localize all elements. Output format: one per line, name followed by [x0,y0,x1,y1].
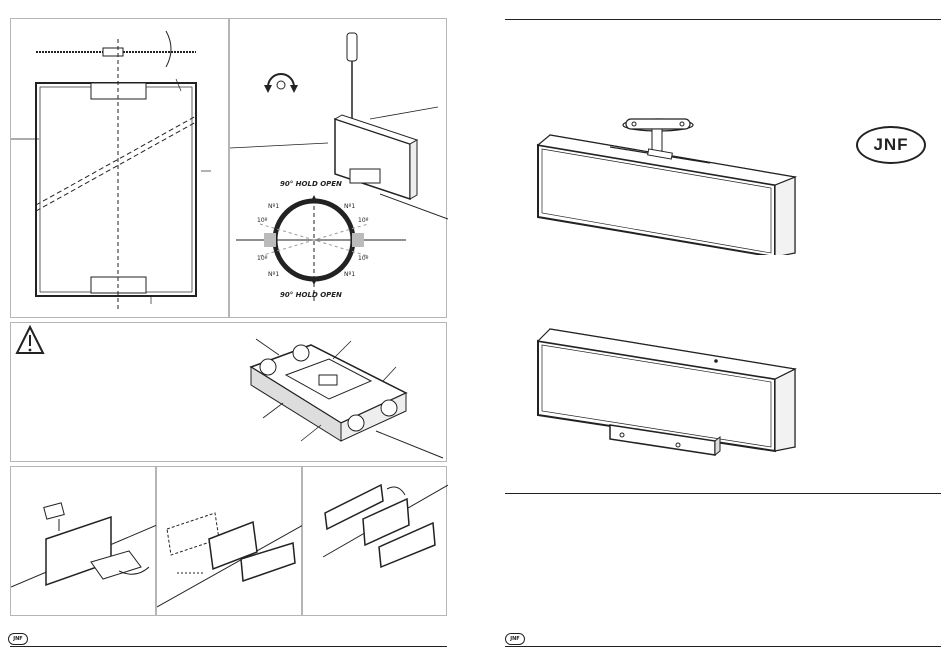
right-middle-rule [505,493,941,494]
dial-label-n1-tl: Nº1 [268,203,279,210]
left-footer-rule [10,646,447,647]
brand-logo-text: JNF [873,135,908,155]
bottom-patch-product-drawing [530,325,830,465]
left-footer-logo: JNF [8,633,28,645]
dial-label-10-lt: 10º [257,217,267,224]
top-patch-product-drawing [530,115,830,255]
dial-label-10-rb: 10º [358,255,368,262]
right-top-rule [505,19,941,20]
step-1-drawing [11,467,157,617]
warning-triangle-icon [17,327,43,353]
panel-step-2 [156,466,302,616]
dial-label-n1-tr: Nº1 [344,203,355,210]
floor-bracket-iso [251,345,443,458]
dial-label-10-rt: 10º [358,217,368,224]
step-2-drawing [157,467,303,617]
top-pivot-icon [103,48,123,56]
dial-label-n1-br: Nº1 [344,271,355,278]
screwdriver-icon [347,33,357,119]
panel-door-front-view [10,18,229,318]
right-footer-logo: JNF [505,633,525,645]
dial-label-10-lb: 10º [257,255,267,262]
panel-warning-bracket [10,322,447,462]
hold-open-label-top: 90° HOLD OPEN [280,180,342,188]
adjustment-drawing [230,19,448,319]
right-footer-rule [505,646,941,647]
panel-step-1 [10,466,156,616]
hold-open-dial [236,195,406,301]
dial-label-n1-bl: Nº1 [268,271,279,278]
panel-step-3 [302,466,447,616]
door-front-drawing [11,19,230,319]
panel-adjustment-dial: 90° HOLD OPEN 90° HOLD OPEN Nº1 Nº1 Nº1 … [229,18,447,318]
step-3-drawing [303,467,448,617]
hold-open-label-bottom: 90° HOLD OPEN [280,291,342,299]
warning-bracket-drawing [11,323,448,463]
brand-logo: JNF [856,126,926,164]
rotate-arrows-icon [264,74,298,93]
